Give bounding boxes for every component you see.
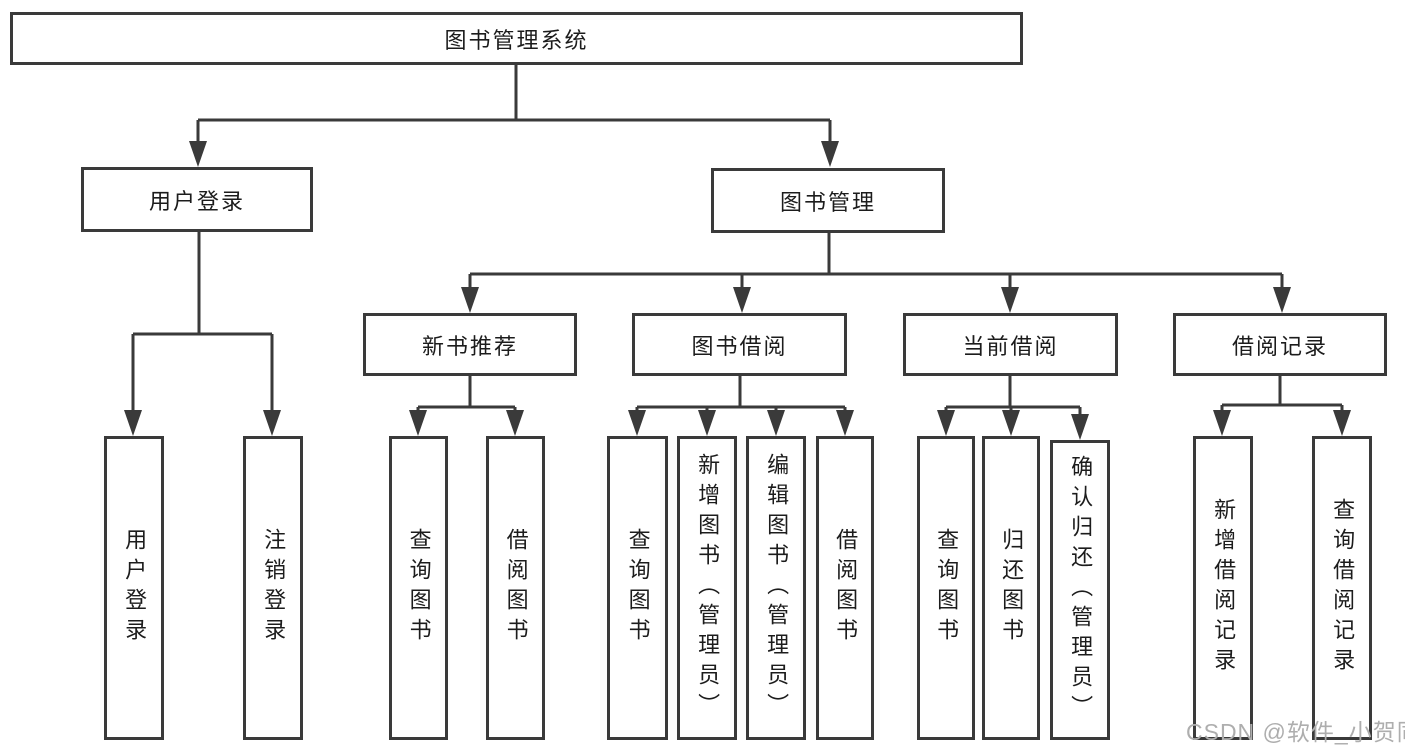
leaf-add-borrow-record: 新增借阅记录 <box>1193 436 1253 740</box>
leaf-add-borrow-record-label: 新增借阅记录 <box>1211 498 1237 678</box>
node-book-management-label: 图书管理 <box>779 189 876 215</box>
leaf-query-borrow-record-label: 查询借阅记录 <box>1330 498 1356 678</box>
node-current-borrowing: 当前借阅 <box>903 313 1118 376</box>
leaf-borrow-books-borrowing-label: 借阅图书 <box>833 528 859 648</box>
node-book-borrowing: 图书借阅 <box>632 313 847 376</box>
node-root-label: 图书管理系统 <box>444 27 589 53</box>
leaf-query-books-current: 查询图书 <box>917 436 975 740</box>
node-book-management: 图书管理 <box>711 168 945 233</box>
leaf-user-login-label: 用户登录 <box>122 528 148 648</box>
leaf-edit-book-admin: 编辑图书（管理员） <box>746 436 806 740</box>
leaf-confirm-return-admin-label: 确认归还（管理员） <box>1068 455 1094 725</box>
leaf-edit-book-admin-label: 编辑图书（管理员） <box>764 453 790 723</box>
node-new-book-recommend: 新书推荐 <box>363 313 577 376</box>
node-borrowing-records: 借阅记录 <box>1173 313 1387 376</box>
leaf-add-book-admin-label: 新增图书（管理员） <box>695 453 721 723</box>
leaf-query-books-recommend: 查询图书 <box>389 436 448 740</box>
leaf-query-books-current-label: 查询图书 <box>934 528 960 648</box>
leaf-borrow-books-borrowing: 借阅图书 <box>816 436 874 740</box>
leaf-query-borrow-record: 查询借阅记录 <box>1312 436 1372 740</box>
node-book-borrowing-label: 图书借阅 <box>691 333 788 359</box>
node-current-borrowing-label: 当前借阅 <box>962 333 1059 359</box>
leaf-return-books: 归还图书 <box>982 436 1040 740</box>
leaf-query-books-borrowing: 查询图书 <box>607 436 668 740</box>
node-user-login: 用户登录 <box>81 167 313 232</box>
leaf-user-login: 用户登录 <box>104 436 164 740</box>
watermark: CSDN @软件_小贺同学 <box>1186 719 1405 745</box>
leaf-query-books-borrowing-label: 查询图书 <box>625 528 651 648</box>
leaf-borrow-books-recommend: 借阅图书 <box>486 436 545 740</box>
leaf-confirm-return-admin: 确认归还（管理员） <box>1050 440 1110 740</box>
leaf-return-books-label: 归还图书 <box>999 528 1025 648</box>
node-root: 图书管理系统 <box>10 12 1023 65</box>
leaf-add-book-admin: 新增图书（管理员） <box>677 436 737 740</box>
leaf-borrow-books-recommend-label: 借阅图书 <box>503 528 529 648</box>
node-new-book-recommend-label: 新书推荐 <box>421 333 518 359</box>
node-borrowing-records-label: 借阅记录 <box>1231 333 1328 359</box>
leaf-logout-label: 注销登录 <box>261 528 287 648</box>
leaf-query-books-recommend-label: 查询图书 <box>406 528 432 648</box>
leaf-logout: 注销登录 <box>243 436 303 740</box>
node-user-login-label: 用户登录 <box>148 188 245 214</box>
